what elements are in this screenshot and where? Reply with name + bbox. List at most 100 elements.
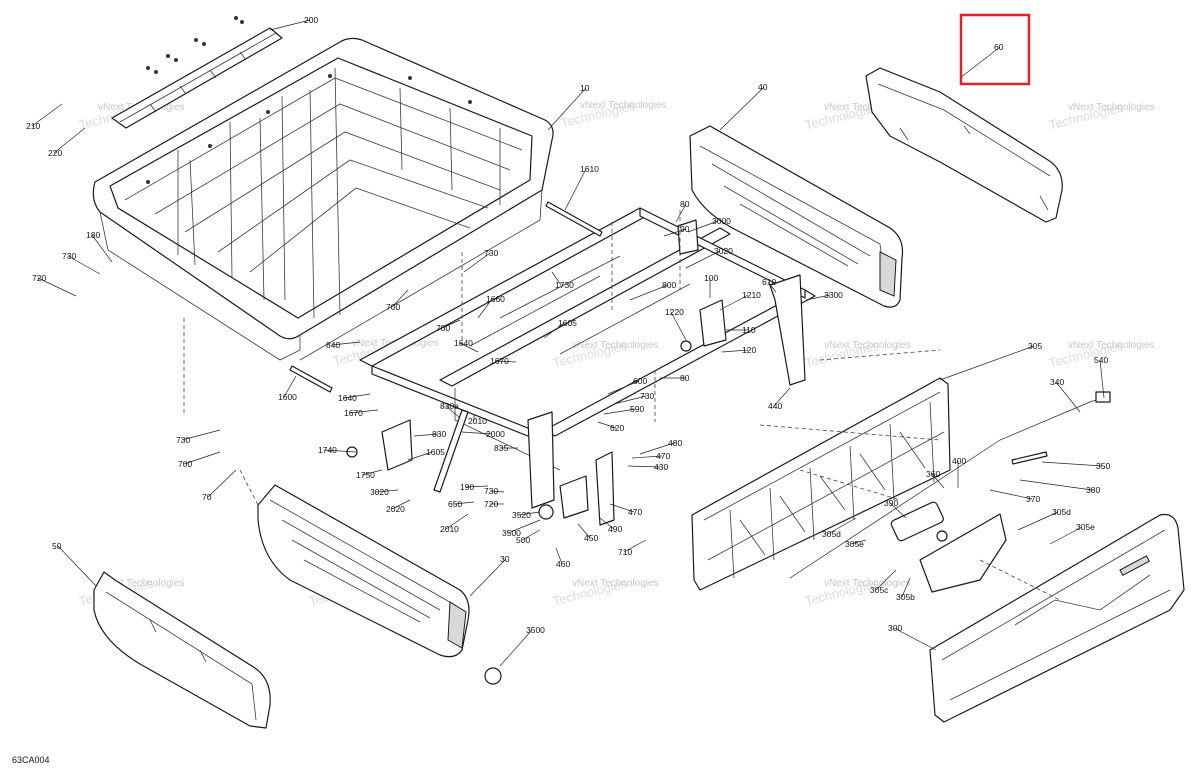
callout-label[interactable]: 840 [326,340,340,350]
callout-label[interactable]: 700 [436,323,450,333]
callout-label[interactable]: 1660 [486,294,505,304]
callout-label[interactable]: 700 [386,302,400,312]
callout-label[interactable]: 390 [884,498,898,508]
callout-label[interactable]: 500 [516,535,530,545]
callout-label[interactable]: 1220 [665,307,684,317]
callout-label[interactable]: 40 [758,82,768,92]
latch-assembly-part[interactable] [890,501,1007,593]
cable-part[interactable] [789,391,1111,579]
callout-label[interactable]: 120 [742,345,756,355]
callout-label[interactable]: 460 [556,559,570,569]
callout-label[interactable]: 3020 [370,487,389,497]
callout-label[interactable]: 1740 [318,445,337,455]
callout-label[interactable]: 450 [584,533,598,543]
callout-label[interactable]: 1210 [742,290,761,300]
rod-parts[interactable] [289,201,1048,465]
gas-strut-part[interactable] [433,409,469,493]
callout-label[interactable]: 700 [178,459,192,469]
tailgate-outer-part[interactable] [929,513,1185,723]
callout-label[interactable]: 800 [662,280,676,290]
callout-label[interactable]: 835 [494,443,508,453]
callout-label[interactable]: 305c [870,585,889,595]
callout-label[interactable]: 2010 [440,524,459,534]
callout-label[interactable]: 305d [1052,507,1071,517]
side-rail-part[interactable] [111,27,283,129]
callout-label[interactable]: 90 [680,224,690,234]
callout-label[interactable]: 340 [1050,377,1064,387]
side-panel-right-part[interactable] [689,125,904,308]
callout-label[interactable]: 2000 [486,429,505,439]
callout-label[interactable]: 1600 [278,392,297,402]
callout-label[interactable]: 710 [618,547,632,557]
fender-left-part[interactable] [93,571,271,729]
callout-label[interactable]: 400 [952,456,966,466]
fender-right-part[interactable] [865,67,1063,223]
callout-label[interactable]: 470 [628,507,642,517]
callout-label[interactable]: 620 [610,423,624,433]
callout-label[interactable]: 730 [176,435,190,445]
callout-label[interactable]: 1605 [558,318,577,328]
side-panel-left-part[interactable] [257,484,470,658]
callout-label[interactable]: 730 [62,251,76,261]
callout-label[interactable]: 10 [580,83,590,93]
callout-label[interactable]: 80 [680,199,690,209]
bracket-parts[interactable] [381,219,806,526]
callout-label[interactable]: 305e [1076,522,1095,532]
callout-label[interactable]: 305d [822,529,841,539]
callout-label[interactable]: 2010 [468,416,487,426]
callout-label[interactable]: 830 [432,429,446,439]
callout-label[interactable]: 2020 [386,504,405,514]
tailgate-inner-part[interactable] [691,377,951,591]
callout-label[interactable]: 590 [630,404,644,414]
callout-label[interactable]: 1670 [490,356,509,366]
callout-label[interactable]: 1640 [454,338,473,348]
callout-label[interactable]: 440 [768,401,782,411]
callout-label[interactable]: 200 [304,15,318,25]
callout-label[interactable]: 830a [440,401,459,411]
callout-label[interactable]: 60 [994,42,1004,52]
callout-label[interactable]: 210 [26,121,40,131]
callout-label[interactable]: 3500 [526,625,545,635]
callout-label[interactable]: 3020 [714,246,733,256]
callout-label[interactable]: 490 [608,524,622,534]
callout-label[interactable]: 1640 [338,393,357,403]
callout-label[interactable]: 50 [52,541,62,551]
callout-label[interactable]: 1605 [426,447,445,457]
callout-label[interactable]: 180 [86,230,100,240]
callout-label[interactable]: 730 [484,486,498,496]
callout-label[interactable]: 720 [32,273,46,283]
callout-label[interactable]: 1750 [356,470,375,480]
callout-label[interactable]: 80 [680,373,690,383]
callout-label[interactable]: 480 [668,438,682,448]
callout-label[interactable]: 360 [926,469,940,479]
callout-label[interactable]: 370 [1026,494,1040,504]
callout-label[interactable]: 100 [704,273,718,283]
callout-label[interactable]: 300 [888,623,902,633]
callout-label[interactable]: 430 [654,462,668,472]
cargo-box-part[interactable] [92,37,554,361]
callout-label[interactable]: 305b [896,592,915,602]
callout-label[interactable]: 610 [762,277,776,287]
callout-label[interactable]: 720 [484,499,498,509]
callout-label[interactable]: 350 [1096,461,1110,471]
callout-label[interactable]: 1610 [580,164,599,174]
callout-label[interactable]: 540 [1094,355,1108,365]
callout-label[interactable]: 730 [484,248,498,258]
callout-label[interactable]: 3520 [512,510,531,520]
callout-label[interactable]: 730 [640,391,654,401]
callout-label[interactable]: 220 [48,148,62,158]
callout-label[interactable]: 190 [460,482,474,492]
callout-label[interactable]: 70 [202,492,212,502]
callout-label[interactable]: 600 [633,376,647,386]
callout-label[interactable]: 470 [656,451,670,461]
callout-label[interactable]: 3300 [824,290,843,300]
callout-label[interactable]: 3000 [712,216,731,226]
callout-label[interactable]: 380 [1086,485,1100,495]
callout-label[interactable]: 1730 [555,280,574,290]
callout-label[interactable]: 30 [500,554,510,564]
callout-label[interactable]: 650 [448,499,462,509]
callout-label[interactable]: 110 [742,325,756,335]
callout-label[interactable]: 305 [1028,341,1042,351]
callout-label[interactable]: 3500 [502,528,521,538]
callout-label[interactable]: 1670 [344,408,363,418]
